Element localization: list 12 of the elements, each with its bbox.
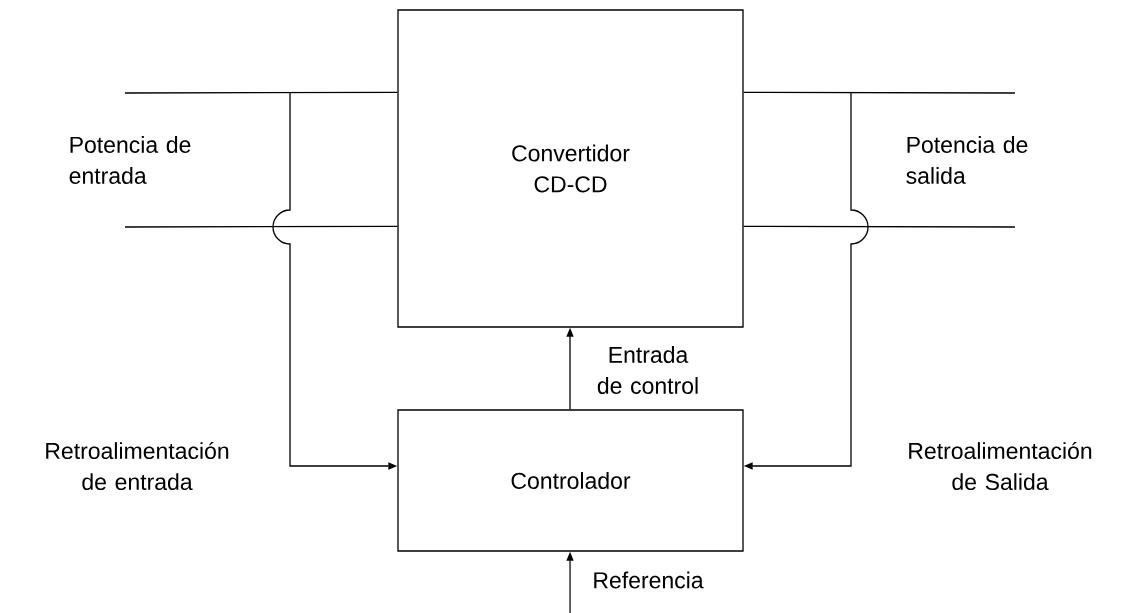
block-box: Controlador	[397, 409, 744, 552]
text-label: Potencia de entrada	[69, 136, 191, 184]
edge-label: Entrada de control	[597, 346, 698, 394]
block-box: Convertidor CD-CD	[397, 9, 744, 328]
text-label: Potencia de salida	[906, 136, 1028, 184]
connector-line	[743, 91, 1016, 94]
edge-label: Retroalimentación de Salida	[909, 441, 1092, 491]
connector-line	[124, 91, 398, 94]
edge-label: Retroalimentación de entrada	[46, 441, 229, 491]
connector-line	[124, 225, 398, 228]
edge-label: Referencia	[594, 571, 704, 589]
connector-line	[743, 225, 1016, 228]
